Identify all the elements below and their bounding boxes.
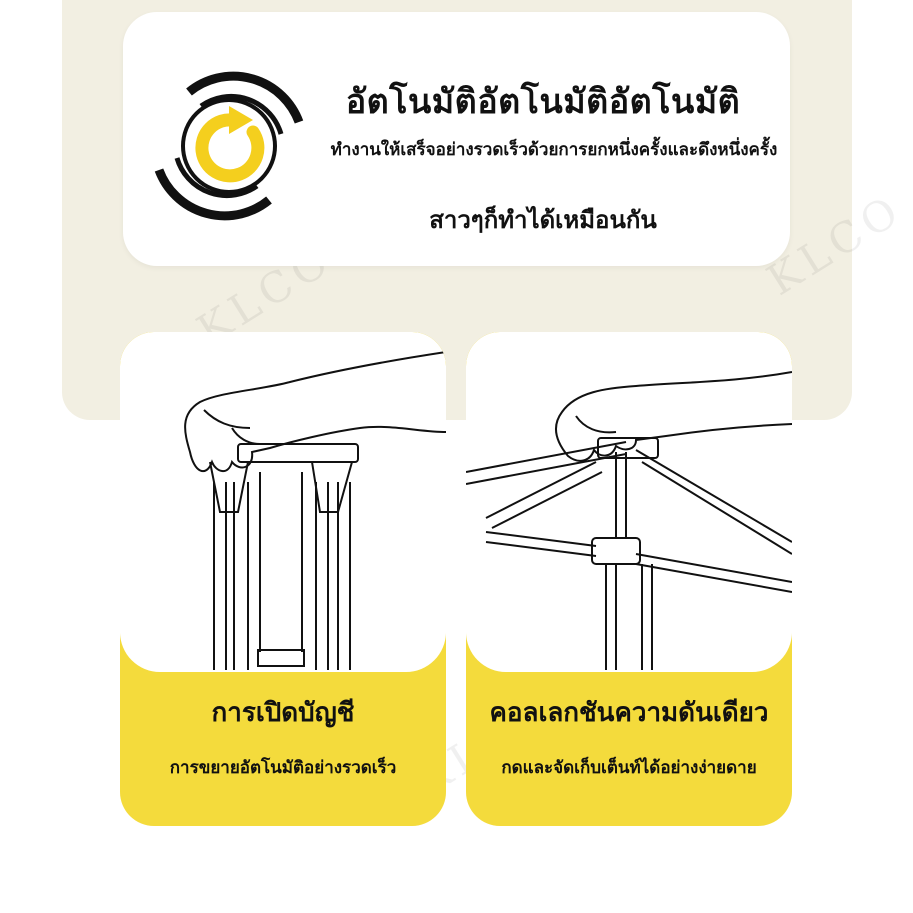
automatic-feature-card: อัตโนมัติอัตโนมัติอัตโนมัติ ทำงานให้เสร็… [123, 12, 790, 266]
tent-frame-drawing [466, 371, 792, 670]
auto-rotate-icon [154, 71, 304, 221]
feature-title: การเปิดบัญชี [211, 698, 355, 728]
hand-pulling-tent-pole-illustration [120, 332, 446, 672]
feature-card-opening: การเปิดบัญชี การขยายอัตโนมัติอย่างรวดเร็… [120, 332, 446, 826]
feature-title: คอลเลกชันความดันเดียว [489, 698, 769, 728]
hand-pressing-tent-frame-illustration [466, 332, 792, 672]
feature-desc: การขยายอัตโนมัติอย่างรวดเร็ว [169, 758, 397, 778]
subline: ทำงานให้เสร็จอย่างรวดเร็วด้วยการยกหนึ่งค… [330, 140, 778, 160]
feature-desc: กดและจัดเก็บเต็นท์ได้อย่างง่ายดาย [501, 758, 757, 778]
headline: อัตโนมัติอัตโนมัติอัตโนมัติ [345, 82, 741, 122]
tent-pole-drawing [184, 351, 446, 670]
tagline: สาวๆก็ทำได้เหมือนกัน [429, 206, 657, 234]
feature-card-collection: คอลเลกชันความดันเดียว กดและจัดเก็บเต็นท์… [466, 332, 792, 826]
